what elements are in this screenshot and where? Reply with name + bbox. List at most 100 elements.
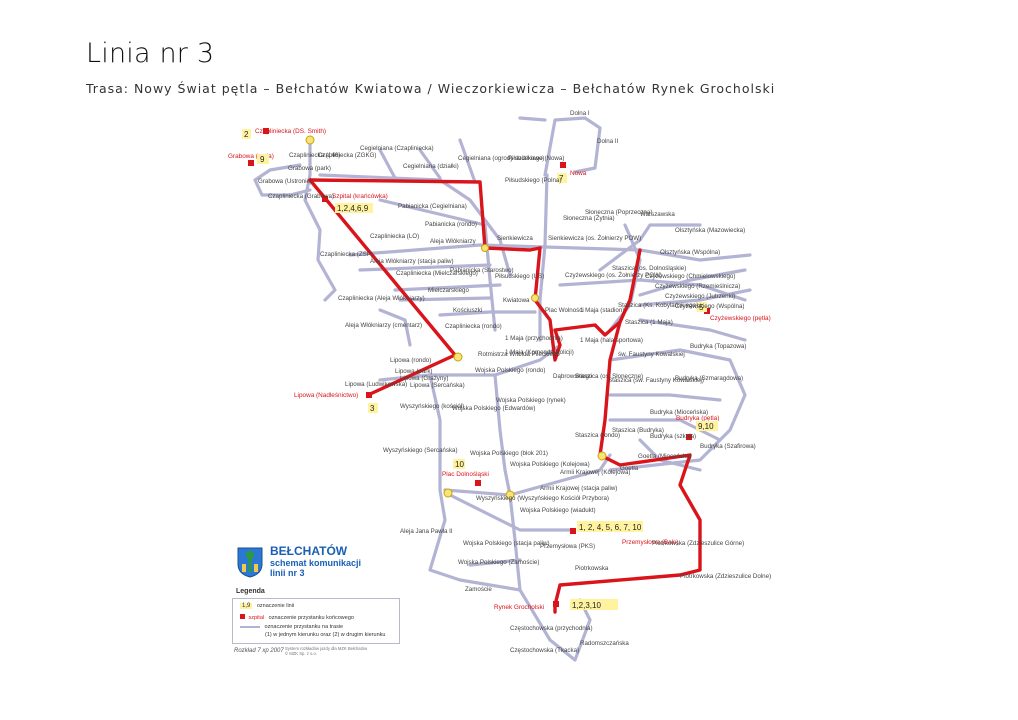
stop-label: Czapliniecka (ZGKG) — [318, 152, 376, 159]
brand-block: BEŁCHATÓW schemat komunikacji linii nr 3 — [270, 544, 361, 579]
stop-label: Aleja Włókniarzy (stacja paliw) — [370, 258, 454, 265]
stop-label: Pabianicka (rondo) — [425, 221, 477, 228]
stop-label: Rotmistrza Witolda Pileckiego — [478, 351, 560, 358]
stop-label: Przemysłowa (PKS) — [540, 543, 595, 550]
stop-label: Cegielniana (działki) — [403, 163, 459, 170]
stop-nowa: Nowa — [570, 170, 587, 177]
stop-lipowa-nadlesnictwo: Lipowa (Nadleśnictwo) — [294, 392, 358, 399]
stop-label: Lipowa (Ludwikowska) — [345, 381, 407, 388]
stop-rynek-grocholski: Rynek Grocholski — [494, 604, 544, 611]
tag-nowa: 7 — [559, 174, 564, 183]
stop-label: Aleja Włókniarzy (cmentarz) — [345, 322, 422, 329]
stop-label: Staszica (Budryka) — [612, 427, 664, 434]
tag-budryka: 9,10 — [698, 422, 714, 431]
tag-rynek: 1,2,3,10 — [572, 601, 601, 610]
stop-label: Warszawska — [640, 211, 675, 218]
stop-label: Olsztyńska (Mazowiecka) — [675, 227, 745, 234]
stop-label: Lipowa (park) — [395, 368, 433, 375]
route-subtitle: Trasa: Nowy Świat pętla – Bełchatów Kwia… — [86, 81, 776, 96]
legend-row-terminal: szpital oznaczenie przystanku końcowego — [240, 614, 354, 621]
stop-label: Częstochowska (przychodnia) — [510, 625, 593, 632]
stop-label: Wyszyńskiego (kościół) — [400, 403, 464, 410]
stop-label: Staszica (os. Słoneczne) — [575, 373, 643, 380]
stop-label: Wojska Polskiego (rondo) — [475, 367, 545, 374]
legend-stop-label: oznaczenie przystanku na trasie — [264, 624, 344, 630]
stop-label: Słoneczna (Poprzeczna) — [585, 209, 652, 216]
legend-box — [232, 598, 400, 644]
stop-label: Czapliniecka (rondo) — [445, 323, 502, 330]
stop-label: Aleja Włókniarzy — [430, 238, 477, 245]
stop-czapliniecka-ds-smith: Czapliniecka (DS. Smith) — [255, 128, 326, 135]
stop-label: Cegielniana (ogrody działkowe) — [458, 155, 544, 162]
stop-label: Dolna II — [597, 138, 619, 145]
stop-label: Budryka (Szafirowa) — [700, 443, 756, 450]
stop-label: Czapliniecka (146) — [289, 152, 340, 159]
stop-label: Staszica (1 Maja) — [625, 319, 673, 326]
stop-przemyslowa-bals: Przemysłowa (Bałs) — [622, 539, 678, 546]
stop-label: Czapliniecka (ZSP) — [320, 251, 373, 258]
stop-label: Piotrkowska — [575, 565, 609, 572]
stop-label: Czyżewskiego (Chmielowskiego) — [645, 273, 735, 280]
stop-label: Wojska Polskiego (Edwardów) — [452, 405, 535, 412]
stop-label: Cegielniana (Czapliniecka) — [360, 145, 434, 152]
stop-label: Czapliniecka (Aleja Włókniarzy) — [338, 295, 425, 302]
stop-label: Kwiatowa — [503, 297, 530, 304]
stop-label: Czapliniecka (Grabowa) — [268, 193, 334, 200]
stop-label: Czyżewskiego (Rzemieślnicza) — [655, 283, 740, 290]
stop-grabowa-petla: Grabowa (pętla) — [228, 153, 274, 160]
stop-plac-dolnoslaski: Plac Dolnośląski — [442, 471, 489, 478]
stop-label: Goetla (Mioceńska) — [638, 453, 692, 460]
stop-label: Piłsudskiego (Polna) — [505, 177, 561, 184]
stop-szpital: Szpital (krańcówka) — [332, 193, 388, 200]
legend-row-stop2: (1) w jednym kierunku oraz (2) w drugim … — [265, 632, 385, 638]
stop-label: Piłsudskiego (Nowa) — [508, 155, 564, 162]
stop-label: św. Faustyny Kowalskiej — [618, 351, 685, 358]
stop-label: Piotrkowska (Zdzieszulice Górne) — [652, 540, 744, 547]
stop-label: Staszica (rondo) — [575, 432, 620, 439]
footer-small-1: System rozkładów jazdy dla MZK Bełchatów — [285, 646, 368, 651]
stop-label: Zamoście — [465, 586, 492, 593]
stop-label: Budryka (Mioceńska) — [650, 409, 708, 416]
stop-label: Pabianicka (Cegielniana) — [398, 203, 467, 210]
stop-label: Piłsudskiego (US) — [495, 273, 544, 280]
terminal-flag-icon — [240, 614, 245, 619]
stop-label: Wojska Polskiego (Kolejowa) — [510, 461, 590, 468]
footer-schedule: Rozkład 7 xp 2007 — [234, 648, 284, 654]
stop-label: Armii Krajowej (Kolejowa) — [560, 469, 631, 476]
footer-small: System rozkładów jazdy dla MZK Bełchatów… — [285, 646, 367, 656]
stop-label: Sienkiewicza — [497, 235, 533, 242]
legend-row-stop: oznaczenie przystanku na trasie — [240, 624, 343, 630]
stop-label: 1 Maja (przychodnia) — [505, 335, 563, 342]
tag-plac: 10 — [455, 460, 464, 469]
stop-label: 1 Maja (hala sportowa) — [580, 337, 643, 344]
stop-label: Aleja Jana Pawła II — [400, 528, 453, 535]
stop-label: Wojska Polskiego (stacja paliw) — [463, 540, 550, 547]
legend-title: Legenda — [236, 588, 265, 595]
legend-stop-label2: (1) w jednym kierunku oraz (2) w drugim … — [265, 632, 386, 638]
stop-label: Wojska Polskiego (blok 201) — [470, 450, 548, 457]
stop-label: Wojska Polskiego (Zamoście) — [458, 559, 539, 566]
stop-label: Wojska Polskiego (wiadukt) — [520, 507, 596, 514]
line-tags — [242, 129, 718, 610]
stop-label: Wojska Polskiego (rynek) — [496, 397, 566, 404]
footer-small-2: © MZK Sp. z o.o. — [285, 651, 317, 656]
stop-label: Lipowa (rondo) — [390, 357, 431, 364]
brand-name: BEŁCHATÓW — [270, 544, 348, 558]
stop-label: Armii Krajowej (stacja paliw) — [540, 485, 617, 492]
stop-label: Czapliniecka (Mielczarskiego) — [396, 270, 478, 277]
legend-line-chip: 1,9 — [240, 603, 253, 609]
stop-label: Staszica (os. Dolnośląskie) — [612, 265, 686, 272]
stop-label: Goetla — [620, 465, 639, 472]
stop-label: Kościuszki — [453, 307, 482, 314]
stop-label: Czyżewskiego (Jutrzenki) — [665, 293, 735, 300]
stop-label: Czapliniecka (LO) — [370, 233, 419, 240]
stop-label: Słoneczna (Żytnia) — [563, 215, 615, 222]
tag-czyzewskiego: 5 — [699, 303, 704, 312]
street-network — [253, 116, 752, 662]
tag-czapliniecka: 2 — [244, 130, 249, 139]
tag-szpital: 1,2,4,6,9 — [337, 204, 369, 213]
stop-label: Wyszyńskiego (Wyszyńskiego Kościół Przyb… — [476, 495, 609, 502]
stop-label: Lipowa (Sercańska) — [410, 382, 465, 389]
